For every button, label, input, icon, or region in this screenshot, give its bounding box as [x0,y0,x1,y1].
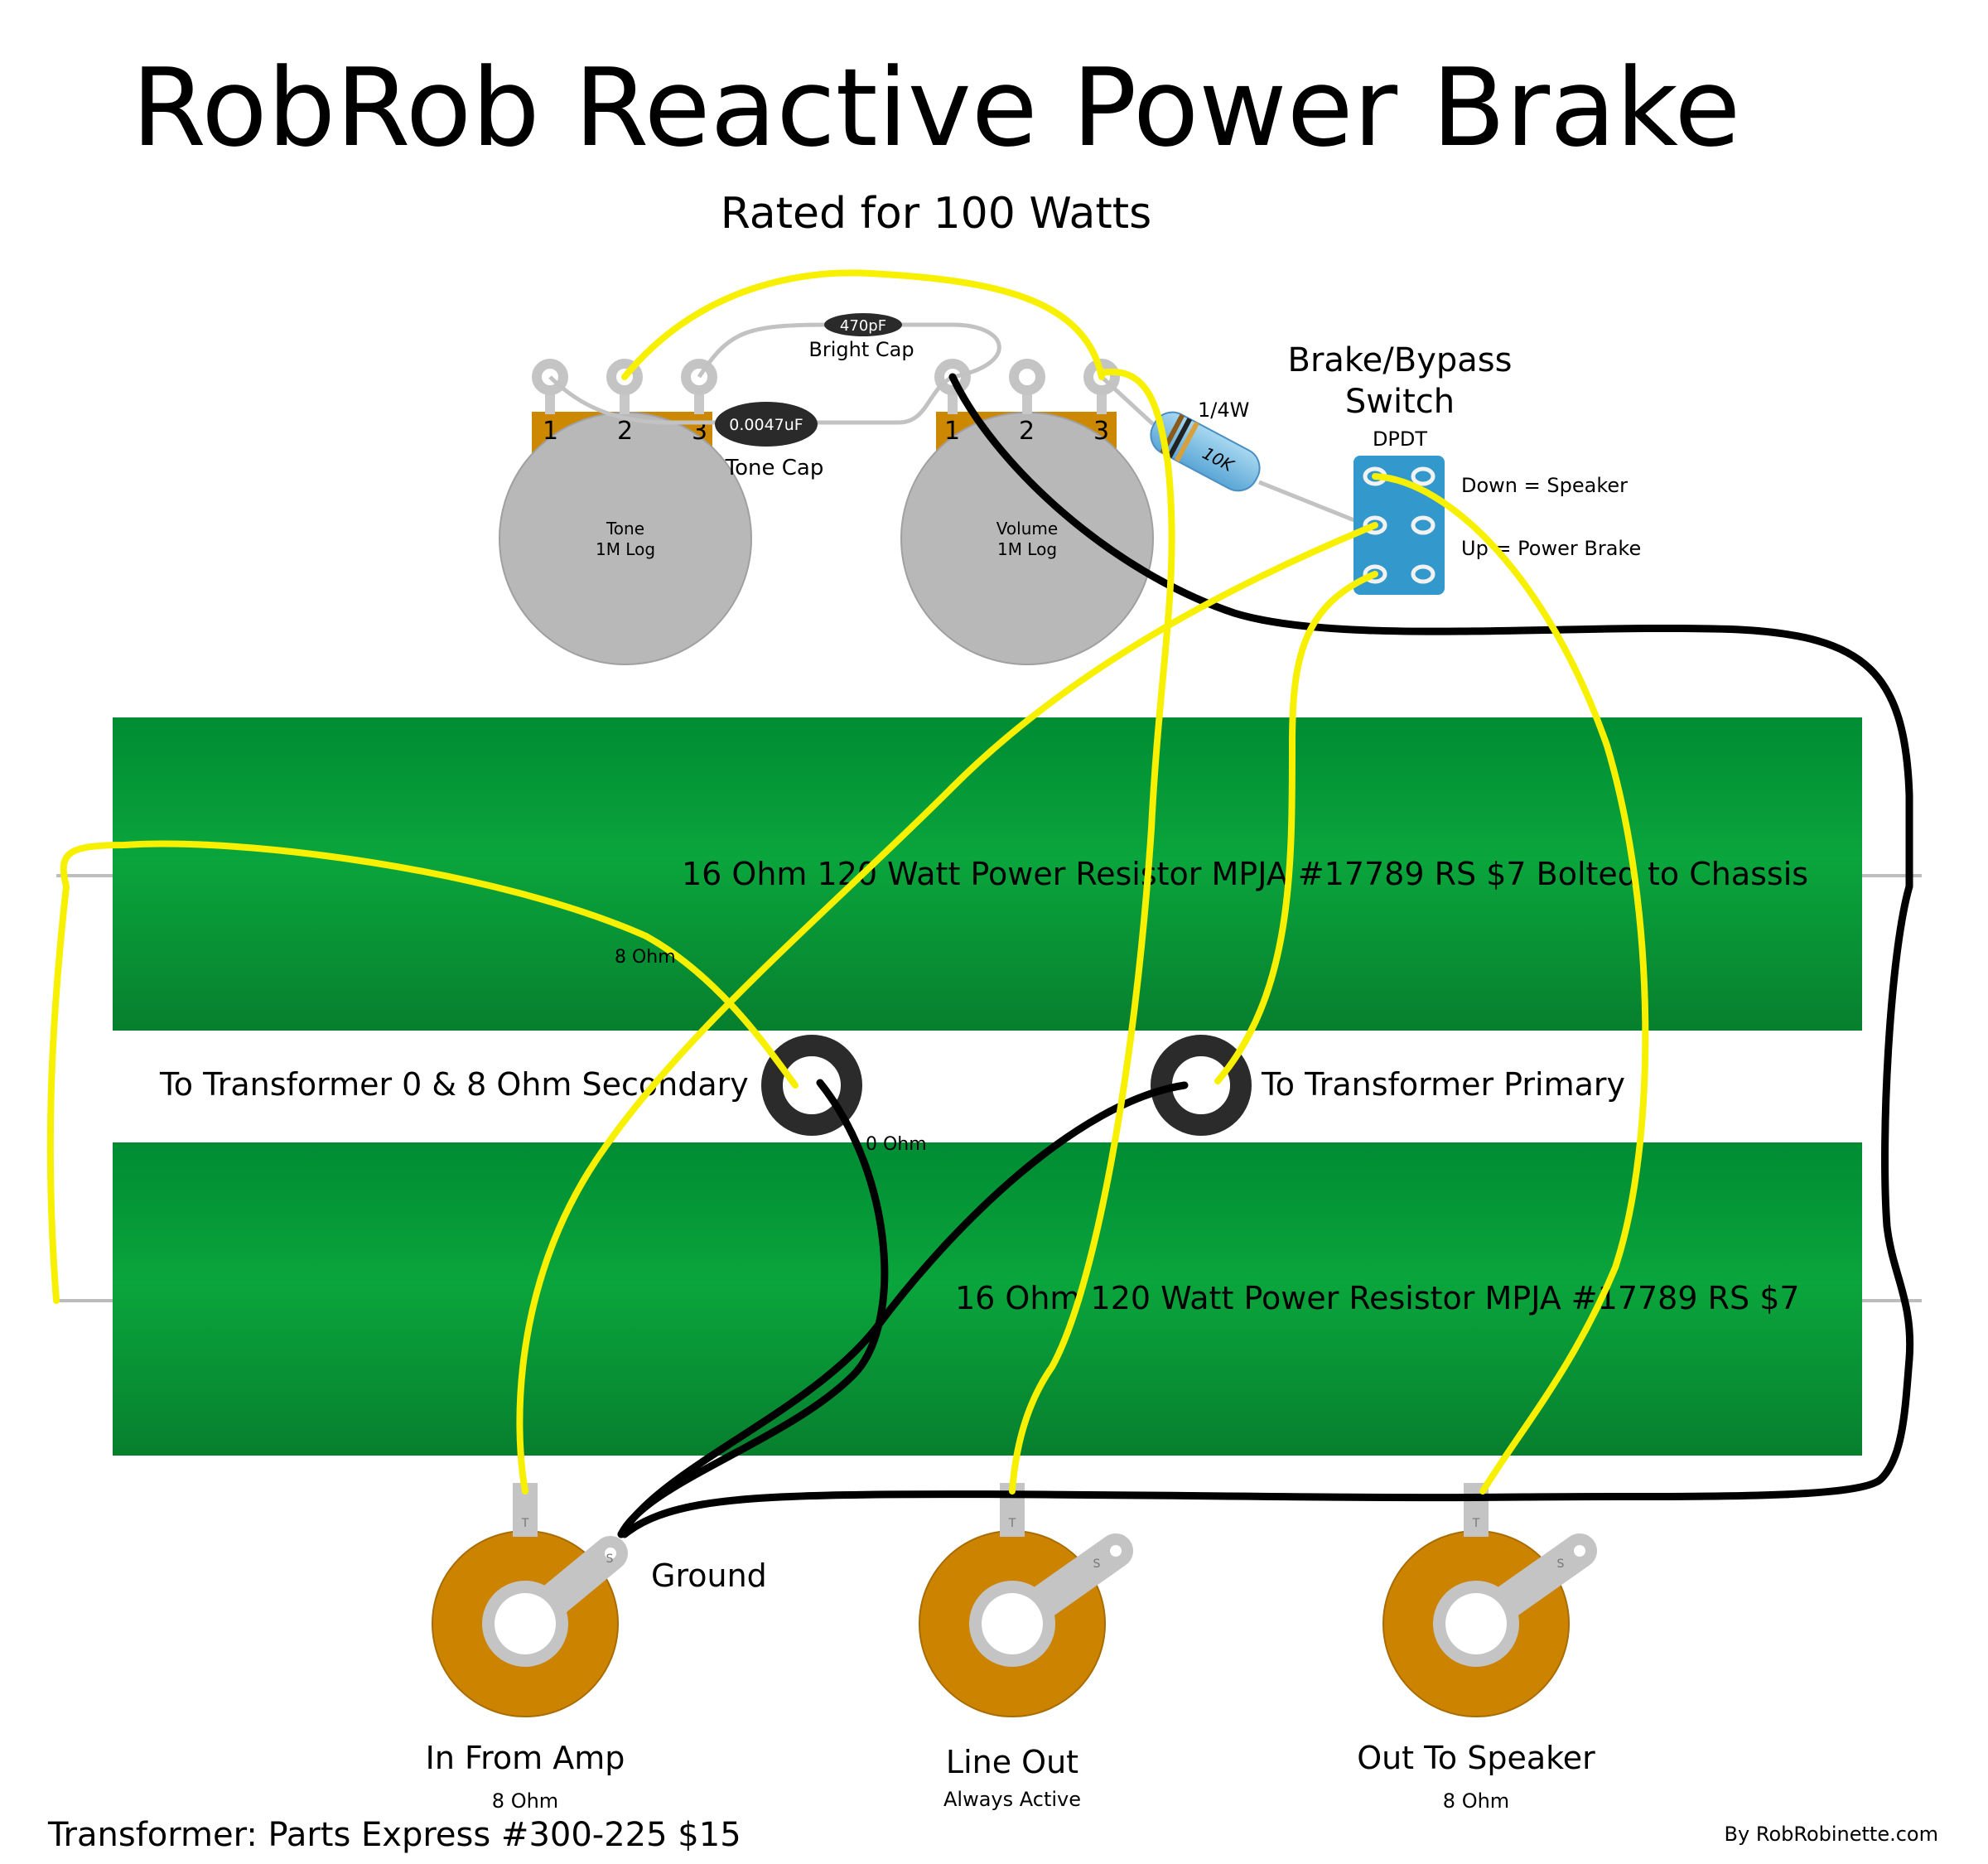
jack-in-name: In From Amp [426,1740,625,1776]
tone-cap-leads [548,374,954,425]
black-wires [617,373,1914,1538]
switch-title-line2: Switch [1345,383,1455,421]
primary-terminal [1151,1035,1252,1136]
power-resistor-bottom [56,1142,1922,1456]
yellow-wire-tone-to-volume [621,269,1105,380]
jack-line-name: Line Out [946,1744,1078,1780]
yellow-wire-switch-to-primary [1214,571,1378,1084]
jack-line-note: Always Active [943,1788,1081,1811]
yellow-wire-volume-to-line-out [1009,368,1175,1495]
tone-cap-value: 0.0047uF [729,416,803,434]
tone-pot [499,359,752,665]
jack-in-sleeve-label: S [606,1553,614,1566]
yellow-wires [46,269,1649,1495]
jack-line-sleeve-label: S [1093,1557,1101,1571]
volume-lug-2 [1009,359,1045,395]
tone-lug-2-label: 2 [617,417,633,446]
volume-lug-2-label: 2 [1019,417,1035,446]
volume-pot-name: Volume [996,519,1058,538]
switch-lug-l3 [1363,564,1387,584]
bright-cap-label: Bright Cap [808,338,914,361]
tone-pot-name: Tone [606,519,644,538]
secondary-terminal-label: To Transformer 0 & 8 Ohm Secondary [159,1066,749,1103]
tone-cap [715,402,818,447]
switch-lug-l2 [1363,515,1387,535]
switch-type: DPDT [1373,427,1427,451]
jack-out-to-speaker [1382,1483,1597,1717]
jack-speaker-tip-label: T [1472,1517,1480,1530]
switch-lug-r1 [1411,466,1436,486]
jack-in-note: 8 Ohm [492,1789,558,1813]
zero-ohm-wire-label: 0 Ohm [866,1134,927,1155]
jack-speaker-sleeve-label: S [1557,1557,1565,1571]
jack-in-from-amp [432,1483,628,1717]
bright-cap-leads [697,322,1001,379]
switch-down-label: Down = Speaker [1461,474,1628,497]
jack-speaker-name: Out To Speaker [1357,1740,1595,1776]
tone-cap-label: Tone Cap [725,456,824,480]
volume-lug-1-label: 1 [944,417,960,446]
resistor-wattage: 1/4W [1198,398,1249,422]
eight-ohm-wire-label: 8 Ohm [615,947,676,968]
page-subtitle: Rated for 100 Watts [721,189,1151,239]
power-resistor-bottom-label: 16 Ohm 120 Watt Power Resistor MPJA #177… [955,1280,1800,1316]
volume-lug-3-label: 3 [1093,417,1109,446]
power-resistor-top [56,717,1922,1031]
secondary-terminal [761,1035,862,1136]
black-wire-primary-to-ground [617,1081,1189,1538]
10k-resistor: 10K [1150,411,1261,492]
black-wire-volume-to-speaker [620,373,1914,1538]
bright-cap [824,313,902,336]
switch-title-line1: Brake/Bypass [1288,341,1513,379]
yellow-wire-switch-to-input [516,522,1378,1495]
primary-terminal-label: To Transformer Primary [1261,1066,1625,1103]
bright-cap-value: 470pF [840,317,886,335]
ground-label: Ground [651,1557,767,1594]
tone-lug-1-label: 1 [543,417,558,446]
black-wire-secondary-to-ground [617,1079,889,1538]
transformer-note: Transformer: Parts Express #300-225 $15 [47,1816,741,1854]
jack-in-tip-label: T [521,1517,529,1530]
switch-lug-r3 [1411,564,1436,584]
tone-pot-value: 1M Log [596,539,655,559]
jack-line-tip-label: T [1008,1517,1016,1530]
yellow-wire-switch-to-speaker [1372,473,1649,1495]
page-title: RobRob Reactive Power Brake [132,45,1741,171]
jack-speaker-note: 8 Ohm [1443,1789,1509,1813]
volume-pot-value: 1M Log [997,539,1057,559]
credit: By RobRobinette.com [1725,1823,1938,1846]
jack-line-out [919,1483,1133,1717]
volume-pot [900,359,1154,665]
switch-lug-r2 [1411,515,1436,535]
yellow-wire-series-link [46,840,799,1304]
power-resistor-top-label: 16 Ohm 120 Watt Power Resistor MPJA #177… [682,856,1808,892]
